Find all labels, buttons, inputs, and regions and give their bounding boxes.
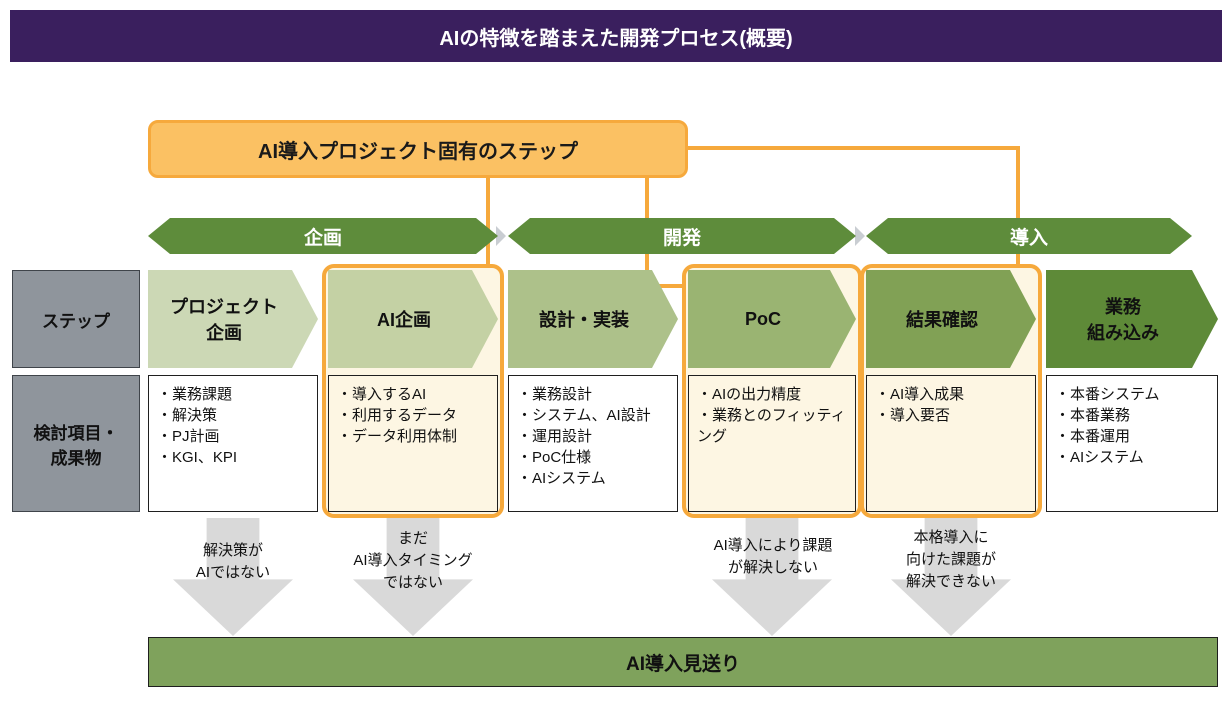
item-line: ・導入するAI <box>337 386 427 403</box>
items-box-business-integration: ・本番システム ・本番業務 ・本番運用 ・AIシステム <box>1046 375 1218 512</box>
connector-line-ai-kikaku <box>486 176 490 268</box>
row-label-deliverables: 検討項目・ 成果物 <box>12 375 140 512</box>
item-line: ・PJ計画 <box>157 428 220 445</box>
phase-label: 開発 <box>662 227 701 249</box>
items-box-project-planning: ・業務課題 ・解決策 ・PJ計画 ・KGI、KPI <box>148 375 318 512</box>
items-box-result-check: ・AI導入成果 ・導入要否 <box>866 375 1036 512</box>
item-line: ・利用するデータ <box>337 407 458 424</box>
items-box-design-implementation: ・業務設計 ・システム、AI設計 ・運用設計 ・PoC仕様 ・AIシステム <box>508 375 678 512</box>
item-line: ・運用設計 <box>517 428 593 445</box>
step-arrow-poc: PoC <box>688 270 856 368</box>
postpone-bar: AI導入見送り <box>148 637 1218 687</box>
phase-arrow-planning: 企画 <box>148 218 498 254</box>
connector-line-kekka-horizontal <box>688 146 1020 150</box>
step-arrow-project-planning: プロジェクト 企画 <box>148 270 318 368</box>
ai-specific-steps-callout: AI導入プロジェクト固有のステップ <box>148 120 688 178</box>
item-line: ・導入要否 <box>875 407 951 424</box>
phase-arrow-development: 開発 <box>508 218 856 254</box>
items-box-ai-planning: ・導入するAI ・利用するデータ ・データ利用体制 <box>328 375 498 512</box>
step-arrow-result-check: 結果確認 <box>866 270 1036 368</box>
item-line: ・本番システム <box>1055 386 1160 403</box>
item-line: ・システム、AI設計 <box>517 407 651 424</box>
item-line: ・PoC仕様 <box>517 449 592 466</box>
item-line: ・本番業務 <box>1055 407 1131 424</box>
step-arrow-design-implementation: 設計・実装 <box>508 270 678 368</box>
item-line: ・データ利用体制 <box>337 428 458 445</box>
phase-label: 導入 <box>1009 227 1048 249</box>
fallout-text-unresolved-issue: AI導入により課題 が解決しない <box>713 537 833 576</box>
item-line: ・業務設計 <box>517 386 593 403</box>
item-line: ・AIの出力精度 <box>697 386 802 403</box>
fallout-text-deployment-issue: 本格導入に 向けた課題が 解決できない <box>905 529 996 590</box>
phase-connector-chevron-icon <box>855 226 865 246</box>
fallout-text-not-timing: まだ AI導入タイミング ではない <box>353 530 473 591</box>
phase-connector-chevron-icon <box>496 226 506 246</box>
phase-label: 企画 <box>303 227 342 249</box>
item-line: ・KGI、KPI <box>157 449 238 466</box>
connector-line-poc-horizontal <box>645 284 686 288</box>
items-box-poc: ・AIの出力精度 ・業務とのフィッティング <box>688 375 856 512</box>
item-line: ・業務課題 <box>157 386 233 403</box>
fallout-text-no-ai-solution: 解決策が AIではない <box>195 542 271 581</box>
item-line: ・AIシステム <box>1055 449 1144 466</box>
step-arrow-business-integration: 業務 組み込み <box>1046 270 1218 368</box>
connector-line-kekka-vertical <box>1016 146 1020 268</box>
row-label-step: ステップ <box>12 270 140 368</box>
item-line: ・業務とのフィッティング <box>697 407 846 445</box>
item-line: ・AIシステム <box>517 470 606 487</box>
callout-label: AI導入プロジェクト固有のステップ <box>258 140 578 163</box>
phase-arrow-introduction: 導入 <box>866 218 1192 254</box>
item-line: ・AI導入成果 <box>875 386 965 403</box>
item-line: ・本番運用 <box>1055 428 1131 445</box>
page-title: AIの特徴を踏まえた開発プロセス(概要) <box>10 10 1222 62</box>
item-line: ・解決策 <box>157 407 218 424</box>
step-arrow-ai-planning: AI企画 <box>328 270 498 368</box>
